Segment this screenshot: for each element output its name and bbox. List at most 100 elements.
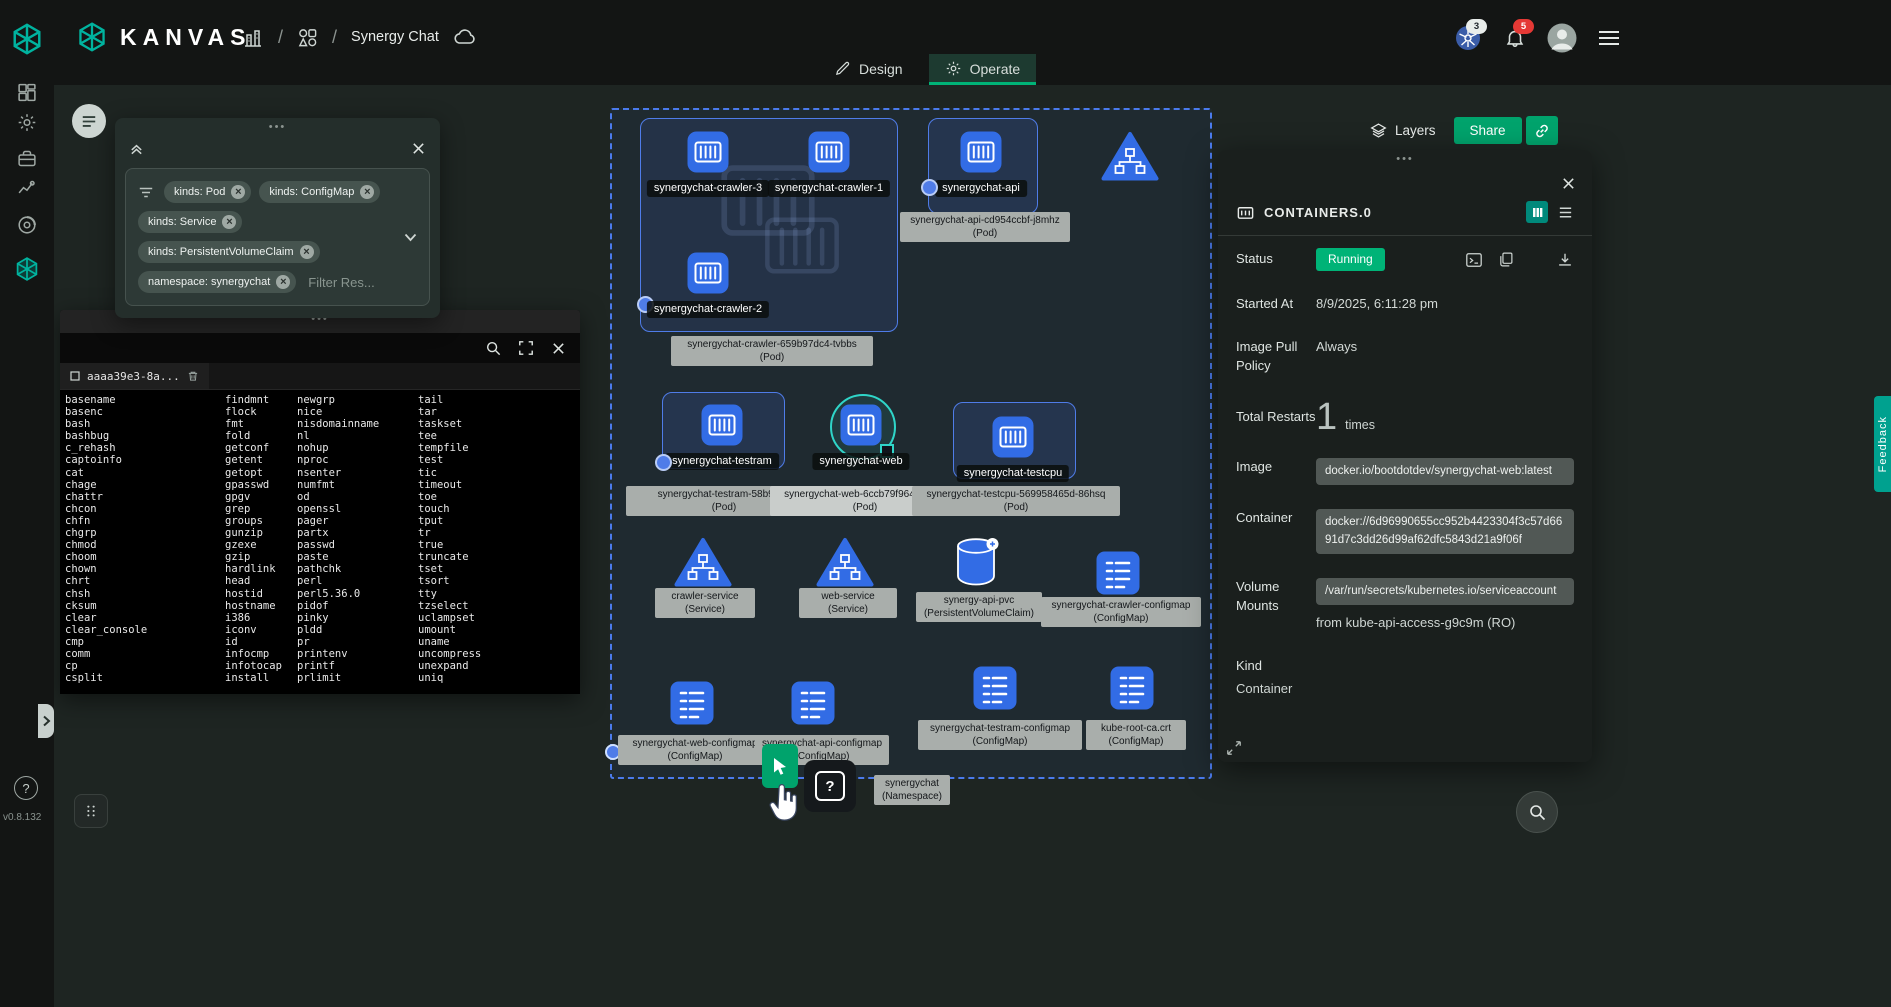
dashboard-icon[interactable] [17, 82, 38, 103]
node-collapse-badge[interactable] [921, 179, 938, 196]
layers-button[interactable]: Layers [1364, 121, 1442, 140]
download-icon[interactable] [1556, 251, 1574, 269]
status-label: Status [1236, 250, 1316, 269]
node-pod-synergychat-crawler-2[interactable] [686, 251, 730, 295]
node-pod-synergychat-testcpu[interactable] [991, 415, 1035, 459]
filter-chip[interactable]: namespace: synergychat × [138, 271, 296, 293]
close-icon[interactable] [551, 341, 566, 356]
node-service-api-service[interactable] [1101, 131, 1159, 181]
chip-remove-icon[interactable]: × [276, 275, 290, 289]
filter-chip-label: namespace: synergychat [148, 276, 270, 288]
organization-icon[interactable] [242, 26, 264, 48]
feedback-tab[interactable]: Feedback [1874, 396, 1891, 492]
node-configmap-kube-root-ca.crt[interactable] [1109, 665, 1155, 711]
filter-panel: ••• kinds: Pod×kinds: ConfigMap×kinds: S… [115, 118, 440, 318]
kind-value: Container [1236, 680, 1316, 699]
chip-remove-icon[interactable]: × [360, 185, 374, 199]
terminal-output[interactable]: basenamebasencbashbashbugc_rehashcaptoin… [60, 390, 580, 696]
node-label-synergychat-api[interactable]: synergychat-api [935, 180, 1027, 197]
profile-avatar[interactable] [1546, 22, 1578, 54]
layers-button-label: Layers [1395, 123, 1436, 138]
image-label: Image [1236, 458, 1316, 477]
node-collapse-badge[interactable] [655, 454, 672, 471]
performance-icon[interactable] [17, 178, 38, 199]
filter-chip-label: kinds: ConfigMap [269, 186, 354, 198]
filter-chip[interactable]: kinds: ConfigMap × [259, 181, 380, 203]
workspace-shapes-icon[interactable] [297, 27, 318, 48]
fullscreen-icon[interactable] [518, 340, 534, 356]
node-service-crawler-service[interactable] [674, 537, 732, 587]
node-label-synergychat-testram[interactable]: synergychat-testram [665, 453, 779, 470]
terminal-tab[interactable]: aaaa39e3-8a... [60, 363, 209, 389]
node-label-synergychat-crawler-1[interactable]: synergychat-crawler-1 [768, 180, 890, 197]
status-badge: Running [1316, 248, 1385, 271]
filter-chip[interactable]: kinds: PersistentVolumeClaim× [138, 241, 320, 263]
notifications-bell-button[interactable]: 5 [1499, 22, 1531, 54]
help-icon[interactable]: ? [14, 776, 38, 800]
filter-chip[interactable]: kinds: Pod× [164, 181, 251, 203]
node-pod-synergychat-crawler-1[interactable] [807, 130, 851, 174]
node-configmap-synergychat-testram-configmap[interactable] [972, 665, 1018, 711]
toolbox-icon[interactable] [17, 148, 38, 169]
filter-chip[interactable]: kinds: Service× [138, 211, 242, 233]
drag-handle-icon[interactable]: ••• [1236, 150, 1574, 167]
close-icon[interactable] [1561, 176, 1576, 191]
node-configmap-synergychat-crawler-configmap[interactable] [1095, 550, 1141, 596]
settings-gear-icon[interactable] [17, 112, 38, 133]
list-view-icon[interactable] [1557, 204, 1574, 221]
terminal-column: basenamebasencbashbashbugc_rehashcaptoin… [65, 394, 147, 684]
pointer-tool-button[interactable] [762, 744, 798, 788]
node-label-synergychat-crawler-2[interactable]: synergychat-crawler-2 [647, 301, 769, 318]
collapse-panel-icon[interactable] [129, 141, 144, 156]
node-configmap-synergychat-web-configmap[interactable] [669, 680, 715, 726]
chip-remove-icon[interactable]: × [231, 185, 245, 199]
dock-handle-button[interactable] [74, 794, 108, 828]
sidebar-expand-chevron[interactable] [38, 704, 54, 738]
node-service-web-service[interactable] [816, 537, 874, 587]
node-pod-synergychat-crawler-3[interactable] [686, 130, 730, 174]
node-pvc-synergy-api-pvc[interactable] [953, 536, 999, 588]
filter-input-placeholder[interactable]: Filter Res... [304, 275, 374, 290]
node-label-synergychat-web[interactable]: synergychat-web [812, 453, 909, 470]
node-label-synergychat-testcpu[interactable]: synergychat-testcpu [957, 465, 1069, 482]
lifecycle-icon[interactable] [16, 214, 38, 236]
tab-design[interactable]: Design [818, 54, 919, 85]
copy-link-button[interactable] [1526, 116, 1558, 145]
drag-handle-icon[interactable]: ••• [115, 118, 440, 135]
tab-operate[interactable]: Operate [929, 54, 1037, 85]
design-name-label[interactable]: Synergy Chat [351, 29, 439, 45]
node-pod-synergychat-testram[interactable] [700, 403, 744, 447]
chip-remove-icon[interactable]: × [222, 215, 236, 229]
node-pod-synergychat-web[interactable] [839, 403, 883, 447]
panel-title: CONTAINERS.0 [1264, 205, 1372, 220]
meshery-logo-icon[interactable] [14, 256, 40, 282]
top-header: KANVAS / / Synergy Chat Design [54, 0, 1891, 85]
zoom-search-button[interactable] [1516, 791, 1558, 833]
chevron-down-icon[interactable] [404, 233, 417, 242]
shell-terminal-icon[interactable] [1465, 251, 1483, 269]
kind-label: Kind [1236, 657, 1316, 676]
help-question-label: ? [825, 778, 834, 795]
close-icon[interactable] [411, 141, 426, 156]
tab-operate-label: Operate [970, 61, 1021, 77]
logs-copy-icon[interactable] [1497, 251, 1514, 268]
hand-cursor-icon [767, 784, 797, 822]
layers-icon [1370, 122, 1387, 139]
hamburger-menu-button[interactable] [1593, 22, 1625, 54]
share-button[interactable]: Share [1454, 117, 1522, 144]
cluster-connection-button[interactable]: 3 [1452, 22, 1484, 54]
node-label-synergychat-crawler-3[interactable]: synergychat-crawler-3 [647, 180, 769, 197]
trash-icon[interactable] [187, 370, 199, 382]
node-configmap-synergychat-api-configmap[interactable] [790, 680, 836, 726]
menu-toggle-button[interactable] [72, 104, 106, 138]
kanvas-header-logo-icon [76, 21, 108, 53]
chip-remove-icon[interactable]: × [300, 245, 314, 259]
expand-panel-icon[interactable] [1226, 740, 1242, 756]
columns-view-button[interactable] [1526, 201, 1548, 223]
node-pod-synergychat-api[interactable] [959, 130, 1003, 174]
kanvas-logo-icon[interactable] [10, 22, 44, 56]
search-icon[interactable] [485, 340, 501, 356]
filter-input-box[interactable]: kinds: Pod×kinds: ConfigMap×kinds: Servi… [125, 168, 430, 306]
canvas-help-button[interactable]: ? [804, 760, 856, 812]
terminal-window: ••• aaaa39e3-8a... basename [60, 310, 580, 694]
